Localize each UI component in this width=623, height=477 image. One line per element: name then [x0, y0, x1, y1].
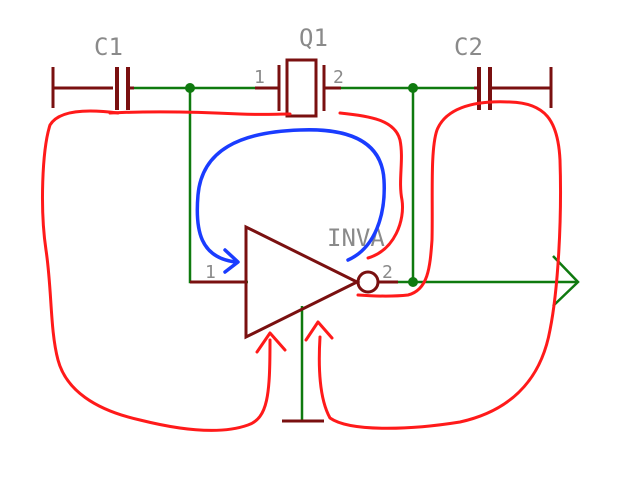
junctions	[185, 83, 418, 287]
c2-label: C2	[454, 33, 483, 61]
capacitor-c1-symbol	[51, 67, 134, 110]
red-left-loop	[41, 109, 272, 432]
c1-label: C1	[94, 33, 123, 61]
red-right-arrowhead	[304, 320, 334, 342]
labels: C1 Q1 1 2 C2 INVA 1 2	[94, 24, 483, 283]
inverter-inva-symbol	[190, 224, 398, 340]
junction-node-b	[408, 83, 418, 93]
inverter-pin1-label: 1	[205, 262, 216, 283]
red-right-loop	[317, 100, 562, 430]
red-left-arrowhead	[255, 331, 287, 354]
q1-pin1-label: 1	[254, 67, 265, 88]
q1-label: Q1	[299, 24, 328, 52]
red-c1-trace	[108, 110, 292, 116]
blue-arrowhead	[223, 248, 240, 274]
junction-node-c	[408, 277, 418, 287]
blue-feedback-arrow	[195, 128, 386, 264]
crystal-q1-symbol	[255, 58, 341, 118]
output-arrow	[552, 255, 580, 307]
inverter-pin2-label: 2	[382, 262, 393, 283]
red-q1-trace	[338, 111, 405, 260]
annotations	[41, 100, 562, 432]
junction-node-a	[185, 83, 195, 93]
q1-pin2-label: 2	[333, 67, 344, 88]
